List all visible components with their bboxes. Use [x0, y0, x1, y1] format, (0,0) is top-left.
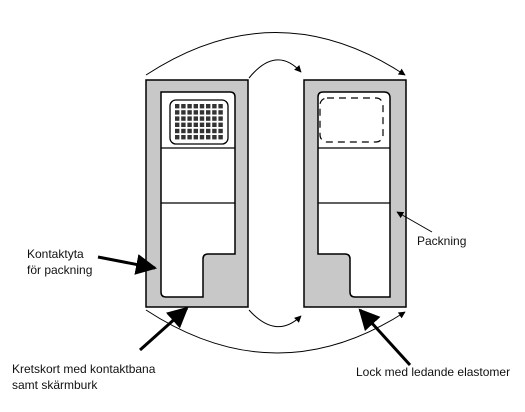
circuit-board-label-line1: Kretskort med kontaktbana — [12, 362, 156, 376]
circuit-board-panel — [145, 79, 249, 308]
contact-surface-pointer-arrow — [97, 254, 158, 275]
shield-outline-dashed — [319, 97, 384, 143]
gasket-label: Packning — [417, 234, 466, 248]
circuit-board-label-line2: samt skärmburk — [12, 378, 98, 392]
contact-surface-label-line1: Kontaktyta — [27, 247, 84, 261]
top-large-arc-arrow — [145, 32, 406, 76]
lid-label: Lock med ledande elastomer — [356, 365, 510, 379]
gasket-pointer-arrow — [396, 211, 433, 233]
lid-pointer-arrow — [358, 308, 412, 367]
top-small-arc-arrow — [248, 59, 302, 79]
bottom-small-arc-arrow — [248, 309, 302, 328]
circuit-board-pointer-arrow — [139, 306, 189, 352]
contact-surface-label-line2: för packning — [27, 263, 92, 277]
shield-can-chip-icon — [169, 99, 229, 145]
lid-inner-area — [317, 91, 391, 298]
lid-panel — [303, 79, 407, 308]
